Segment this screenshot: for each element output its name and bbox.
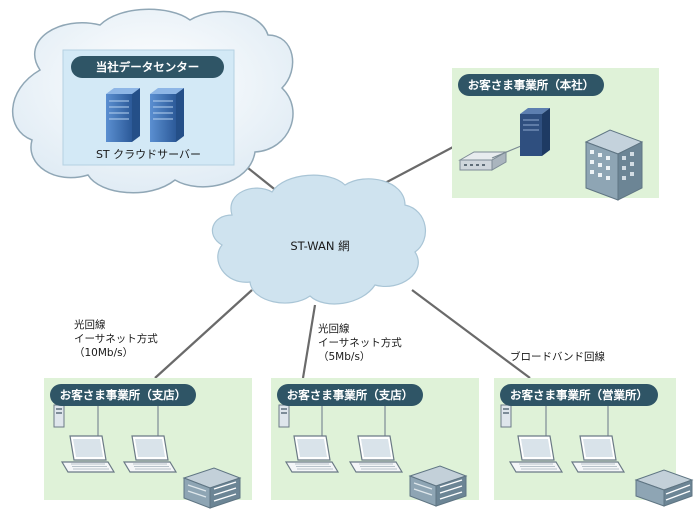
- hq-cable: [491, 145, 522, 159]
- cloud-server-icon: [150, 88, 184, 142]
- sales-link-label: ブロードバンド回線: [510, 350, 605, 364]
- sales-link-line1: ブロードバンド回線: [510, 351, 606, 363]
- cloud-server-label: ST クラウドサーバー: [95, 148, 202, 161]
- branch1-link-line1: 光回線: [74, 319, 106, 331]
- nas-icon: [500, 404, 512, 428]
- link-sales-wan: [411, 289, 531, 379]
- branch1-link-label: 光回線 イーサネット方式 （10Mb/s）: [74, 318, 158, 360]
- hq-title: お客さま事業所（本社）: [458, 74, 604, 96]
- building-icon: [634, 469, 694, 507]
- branch2-link-label: 光回線 イーサネット方式 （5Mb/s）: [318, 322, 402, 364]
- branch2-link-line1: 光回線: [318, 323, 350, 335]
- branch1-link-line2: イーサネット方式: [74, 333, 158, 345]
- wan-cloud: [211, 174, 426, 305]
- branch1-title: お客さま事業所（支店）: [50, 384, 196, 406]
- link-branch2-wan: [301, 304, 317, 379]
- nas-icon: [53, 404, 65, 428]
- wan-label: ST-WAN 網: [290, 239, 350, 253]
- cloud-server-icon: [106, 88, 140, 142]
- hq-building-icon: [584, 129, 644, 201]
- datacenter-title: 当社データセンター: [71, 56, 224, 78]
- branch2-link-line3: （5Mb/s）: [318, 351, 371, 363]
- nas-icon: [278, 404, 290, 428]
- branch2-link-line2: イーサネット方式: [318, 337, 402, 349]
- sales-title: お客さま事業所（営業所）: [500, 384, 658, 406]
- link-branch1-wan: [154, 289, 253, 379]
- branch2-title: お客さま事業所（支店）: [277, 384, 423, 406]
- hq-server-icon: [520, 108, 550, 156]
- link-dc-wan: [247, 167, 279, 193]
- branch1-link-line3: （10Mb/s）: [74, 347, 134, 359]
